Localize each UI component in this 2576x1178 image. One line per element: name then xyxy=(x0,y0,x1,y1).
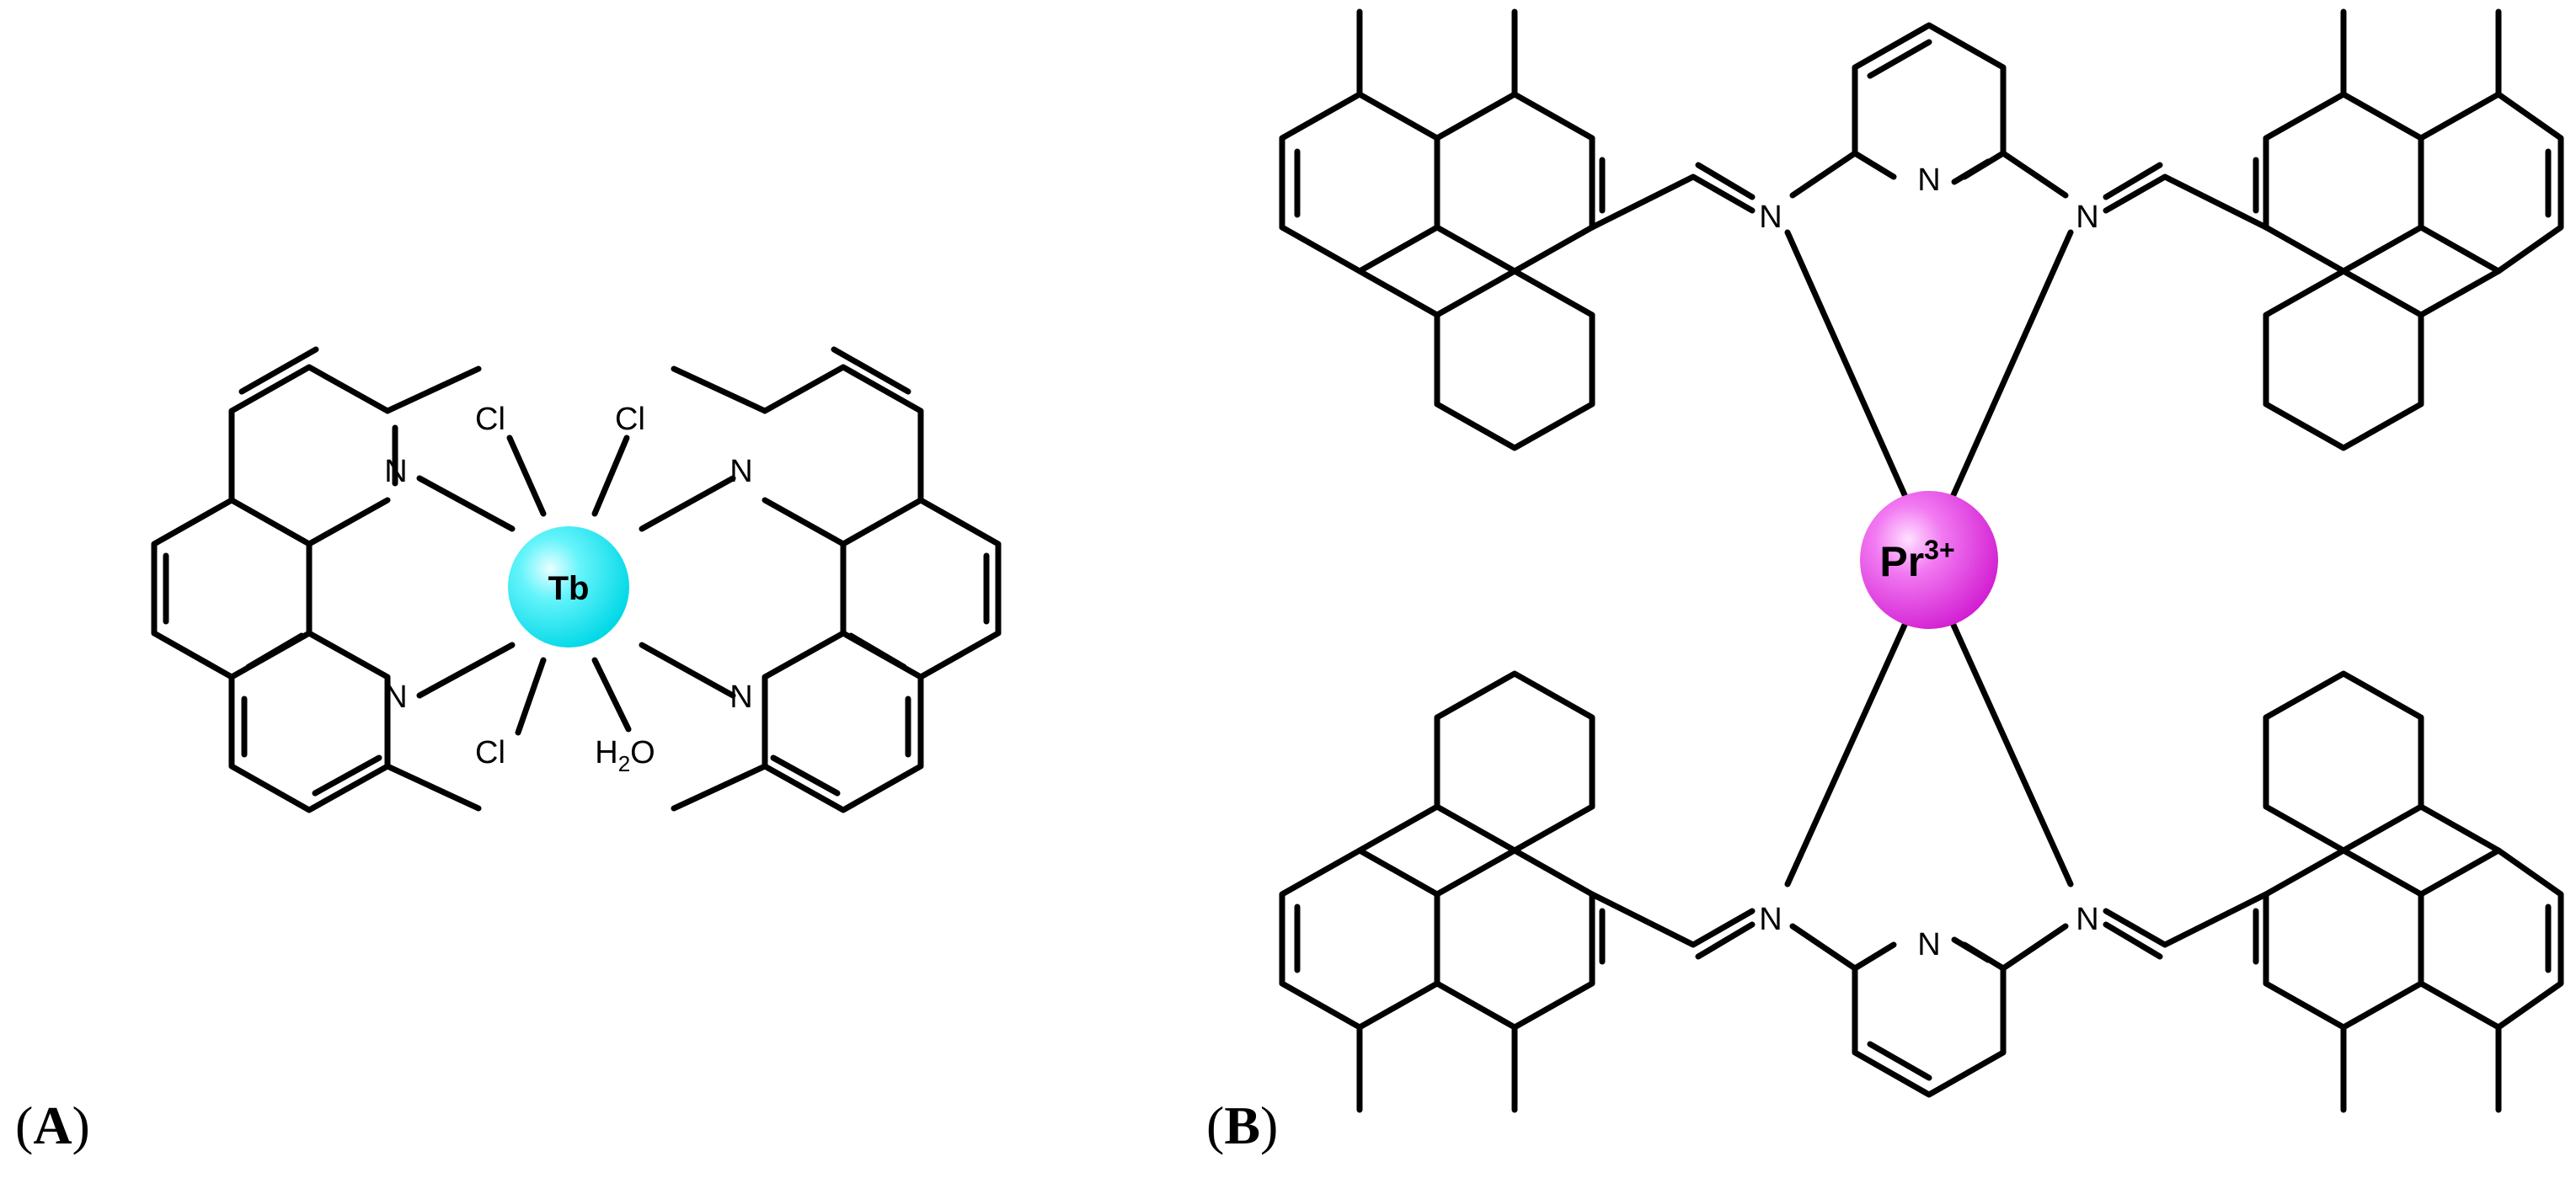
panel-a-bonds xyxy=(151,346,1002,813)
water-ligand: H2O xyxy=(595,735,655,776)
atom-n-pyridine: N xyxy=(1917,163,1940,198)
panel-b-bonds xyxy=(1279,8,2564,1113)
tb-metal-sphere xyxy=(508,526,629,648)
panel-b: Pr3+ N N N N N N (B) xyxy=(1206,8,2564,1155)
panel-a: Tb N N N N Cl Cl Cl H2O (A) xyxy=(15,346,1002,1155)
atom-n-pyridine: N xyxy=(1917,927,1940,962)
atom-cl: Cl xyxy=(475,402,505,437)
atom-n: N xyxy=(1759,200,1782,235)
atom-n: N xyxy=(384,454,407,489)
atom-cl: Cl xyxy=(615,402,645,437)
atom-n: N xyxy=(730,680,752,715)
pr-metal-label: Pr3+ xyxy=(1879,535,1954,585)
pr-metal-sphere xyxy=(1860,491,1998,629)
tb-metal-label: Tb xyxy=(548,570,590,607)
atom-n: N xyxy=(384,680,407,715)
atom-n: N xyxy=(730,454,752,489)
atom-n: N xyxy=(2076,902,2098,937)
atom-n: N xyxy=(1759,902,1782,937)
panel-b-label: (B) xyxy=(1206,1095,1278,1155)
atom-n: N xyxy=(2076,200,2098,235)
atom-cl: Cl xyxy=(475,735,505,770)
panel-a-label: (A) xyxy=(15,1095,90,1155)
